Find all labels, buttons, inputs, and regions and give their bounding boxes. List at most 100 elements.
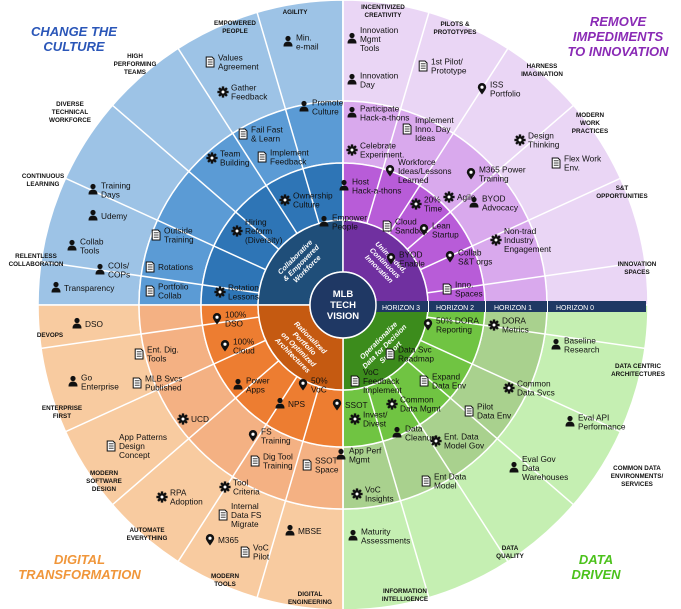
outer-label-line: OPPORTUNITIES: [596, 193, 647, 200]
doc-icon: [145, 261, 155, 273]
person-icon: [339, 179, 349, 191]
person-icon: [275, 397, 285, 409]
center-circle: [309, 271, 377, 339]
outer-label-line: COLLABORATION: [9, 261, 64, 268]
initiative-label-line: Industry: [504, 235, 534, 245]
initiative-label: COIs/COPs: [108, 261, 130, 280]
initiative-label-line: Concept: [119, 450, 151, 460]
initiative-label: Fail Fast& Learn: [251, 125, 284, 144]
outer-label-line: ENVIRONMENTS/: [611, 473, 664, 480]
initiative-label-line: Participate: [360, 104, 400, 114]
initiative-label-line: & Learn: [251, 134, 280, 144]
pin-icon: [477, 83, 487, 95]
initiative-item: Transparency: [51, 281, 115, 293]
spoke-line: [427, 316, 646, 350]
initiative-label-line: Space: [315, 465, 339, 475]
initiative-label-line: SSOT: [315, 456, 338, 466]
initiative-label: MBSE: [298, 526, 322, 536]
initiative-label-line: Agreement: [218, 62, 259, 72]
outer-label-line: CONTINUOUS: [22, 173, 64, 180]
initiative-item: DSO: [72, 317, 104, 329]
doc-icon: [151, 229, 161, 241]
doc-icon: [302, 459, 312, 471]
initiative-label: Rotations: [158, 262, 193, 272]
initiative-label-line: Lessons: [228, 292, 259, 302]
initiative-label-line: App Patterns: [119, 432, 167, 442]
initiative-item: UCD: [177, 413, 209, 425]
initiative-label-line: Pilot: [253, 552, 270, 562]
outer-label-line: CREATIVITY: [365, 12, 403, 19]
initiative-label: 1st Pilot/Prototype: [431, 57, 467, 76]
center-title-line: TECH: [330, 300, 356, 311]
initiative-label-line: Innovation: [360, 25, 399, 35]
initiative-label-line: Training: [164, 235, 194, 245]
initiative-label-line: Lean: [432, 221, 451, 231]
wheel-rings: [37, 0, 649, 609]
outer-label-line: EMPOWERED: [214, 20, 256, 27]
corner-title-line: DRIVEN: [571, 567, 621, 582]
initiative-label-line: Enable: [399, 259, 425, 269]
person-icon: [299, 100, 309, 112]
initiative-label-line: Roadmap: [398, 354, 434, 364]
initiative-label-line: Learned: [398, 175, 429, 185]
initiative-label-line: Go: [81, 373, 92, 383]
initiative-label-line: Feedback: [231, 92, 268, 102]
person-icon: [509, 461, 519, 473]
initiative-label-line: COIs/: [108, 261, 130, 271]
person-icon: [347, 73, 357, 85]
outer-label-devops: DEVOPS: [37, 332, 63, 339]
initiative-label-line: Engagement: [504, 244, 552, 254]
initiative-label-line: Hiring: [245, 217, 267, 227]
initiative-label-line: Reporting: [436, 325, 472, 335]
pin-icon: [332, 399, 342, 411]
outer-label-line: SPACES: [624, 269, 649, 276]
initiative-item: Rotations: [145, 261, 193, 273]
initiative-label-line: Research: [564, 345, 600, 355]
initiative-label-line: Insights: [365, 494, 394, 504]
initiative-label-line: Dig Tool: [263, 452, 293, 462]
initiative-label-line: Collab: [158, 291, 182, 301]
outer-label-line: HIGH: [127, 53, 143, 60]
corner-title-line: IMPEDIMENTS: [572, 29, 664, 44]
doc-icon: [418, 60, 428, 72]
initiative-label-line: Mgmt: [349, 455, 370, 465]
initiative-label-line: NPS: [288, 399, 306, 409]
initiative-label-line: Training: [261, 436, 291, 446]
pin-icon: [445, 251, 455, 263]
outer-label-line: INCENTIVIZED: [361, 4, 405, 11]
outer-label-line: RELENTLESS: [15, 253, 57, 260]
initiative-label-line: Design: [528, 131, 554, 141]
